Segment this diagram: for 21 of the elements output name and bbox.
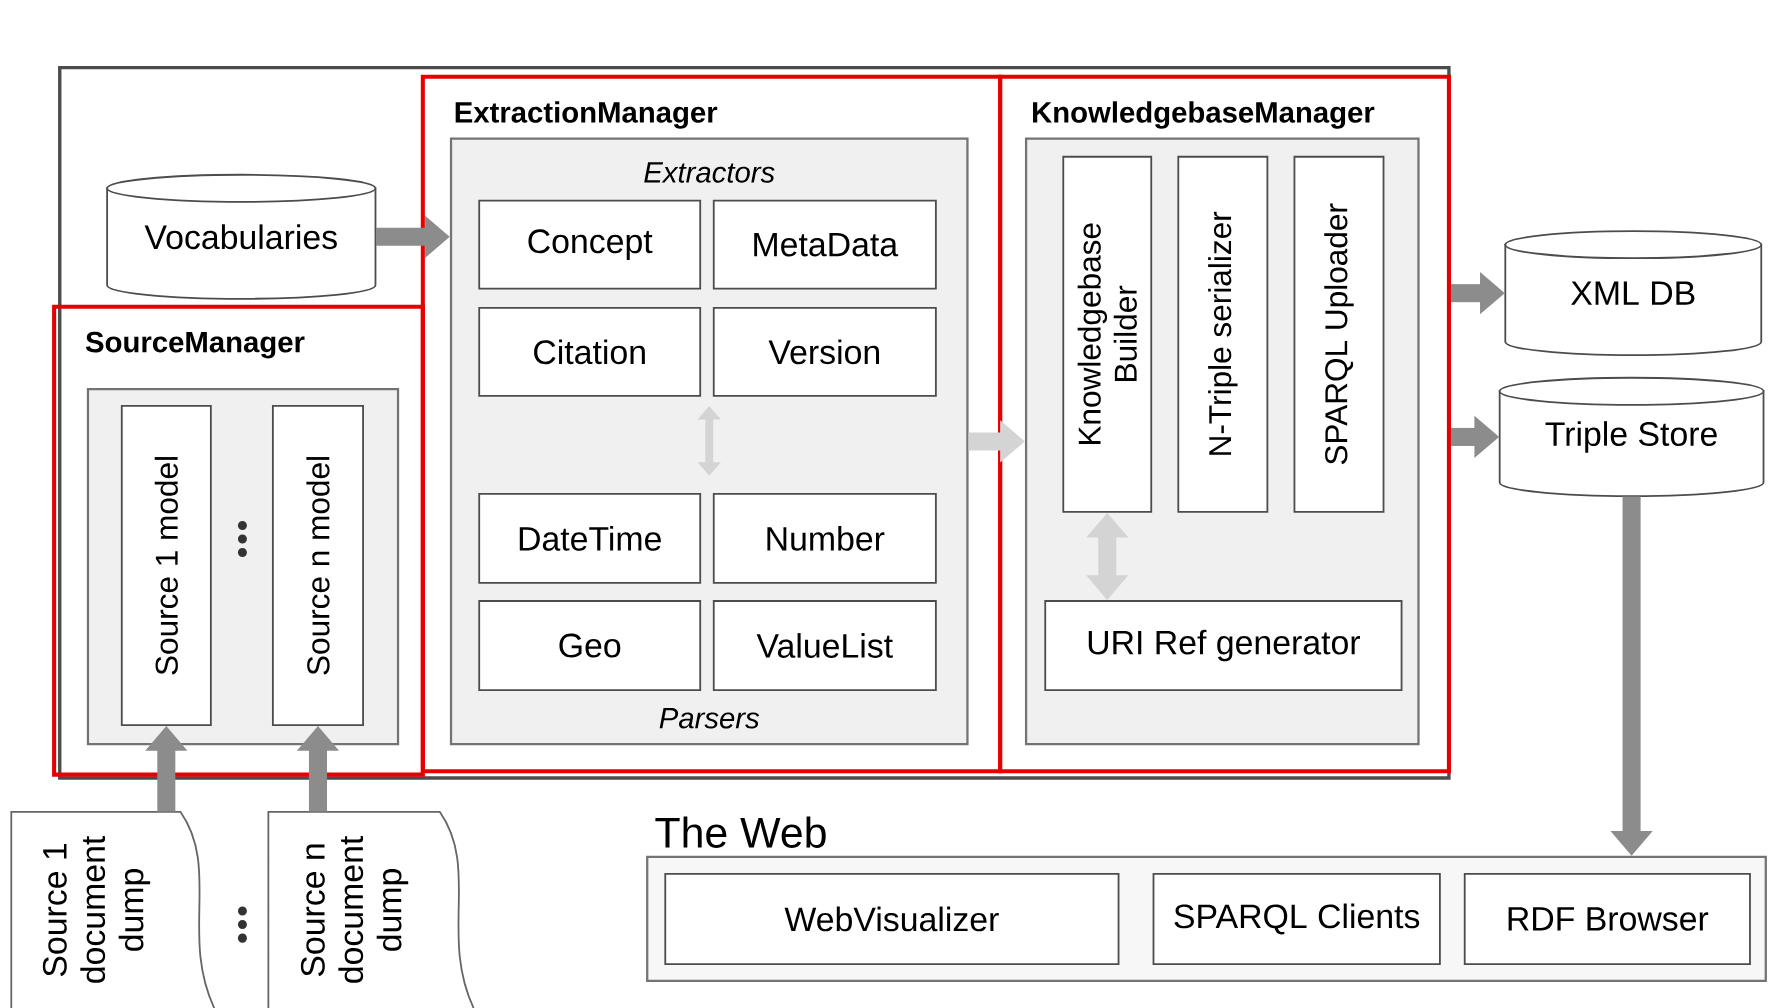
component-box: MetaData: [712, 199, 937, 290]
component-box: N-Triple serializer: [1177, 155, 1269, 513]
component-box: SPARQL Uploader: [1293, 155, 1385, 513]
component-box: Version: [712, 306, 937, 397]
component-box: URI Ref generator: [1044, 600, 1403, 691]
database-cylinder: XML DB: [1504, 230, 1763, 357]
component-box: Number: [712, 492, 937, 584]
node-label: The Web: [655, 816, 826, 848]
component-box: Knowledgebase Builder: [1062, 155, 1153, 513]
component-box: Source 1 model: [120, 405, 212, 726]
component-box: Citation: [478, 306, 702, 397]
component-box: WebVisualizer: [664, 872, 1120, 965]
component-box: SPARQL Clients: [1152, 872, 1441, 965]
component-box: ValueList: [712, 600, 937, 691]
component-box: Concept: [478, 199, 702, 290]
component-box: DateTime: [478, 492, 702, 584]
component-box: RDF Browser: [1463, 872, 1751, 965]
database-cylinder: Triple Store: [1498, 376, 1765, 497]
component-box: Geo: [478, 600, 702, 691]
component-box: Source n model: [271, 405, 364, 726]
database-cylinder: Vocabularies: [106, 173, 377, 300]
